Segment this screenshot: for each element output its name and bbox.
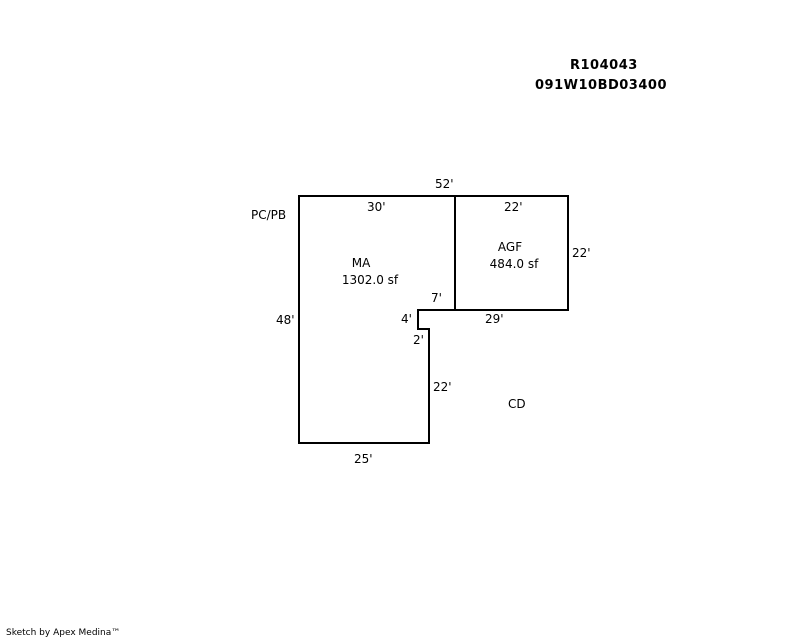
ma-label: MA 1302.0 sf — [330, 257, 410, 286]
parcel-id: R104043 — [570, 58, 638, 73]
dimension-step-vertical: 2' — [413, 333, 424, 347]
dimension-ma-bottom: 25' — [354, 452, 373, 466]
dimension-notch-vertical: 7' — [431, 291, 442, 305]
dimension-ma-right-lower: 22' — [433, 380, 452, 394]
dimension-agf-right: 22' — [572, 246, 591, 260]
cd-label: CD — [508, 397, 526, 411]
agf-label: AGF 484.0 sf — [476, 241, 552, 270]
dimension-ma-top: 30' — [367, 200, 386, 214]
dimension-notch-horizontal: 4' — [401, 312, 412, 326]
pc-pb-label: PC/PB — [251, 208, 287, 222]
dimension-agf-bottom: 29' — [485, 312, 504, 326]
dimension-top-total: 52' — [435, 177, 454, 191]
footer-credit: Sketch by Apex Medina™ — [6, 628, 121, 638]
ma-name: MA — [351, 256, 371, 270]
dimension-agf-top: 22' — [504, 200, 523, 214]
ma-outline — [298, 195, 455, 444]
agf-outline — [454, 195, 569, 311]
agf-name: AGF — [497, 240, 523, 254]
ma-size: 1302.0 sf — [341, 273, 399, 287]
map-number: 091W10BD03400 — [535, 78, 667, 93]
agf-size: 484.0 sf — [489, 257, 539, 271]
dimension-ma-left: 48' — [276, 313, 295, 327]
